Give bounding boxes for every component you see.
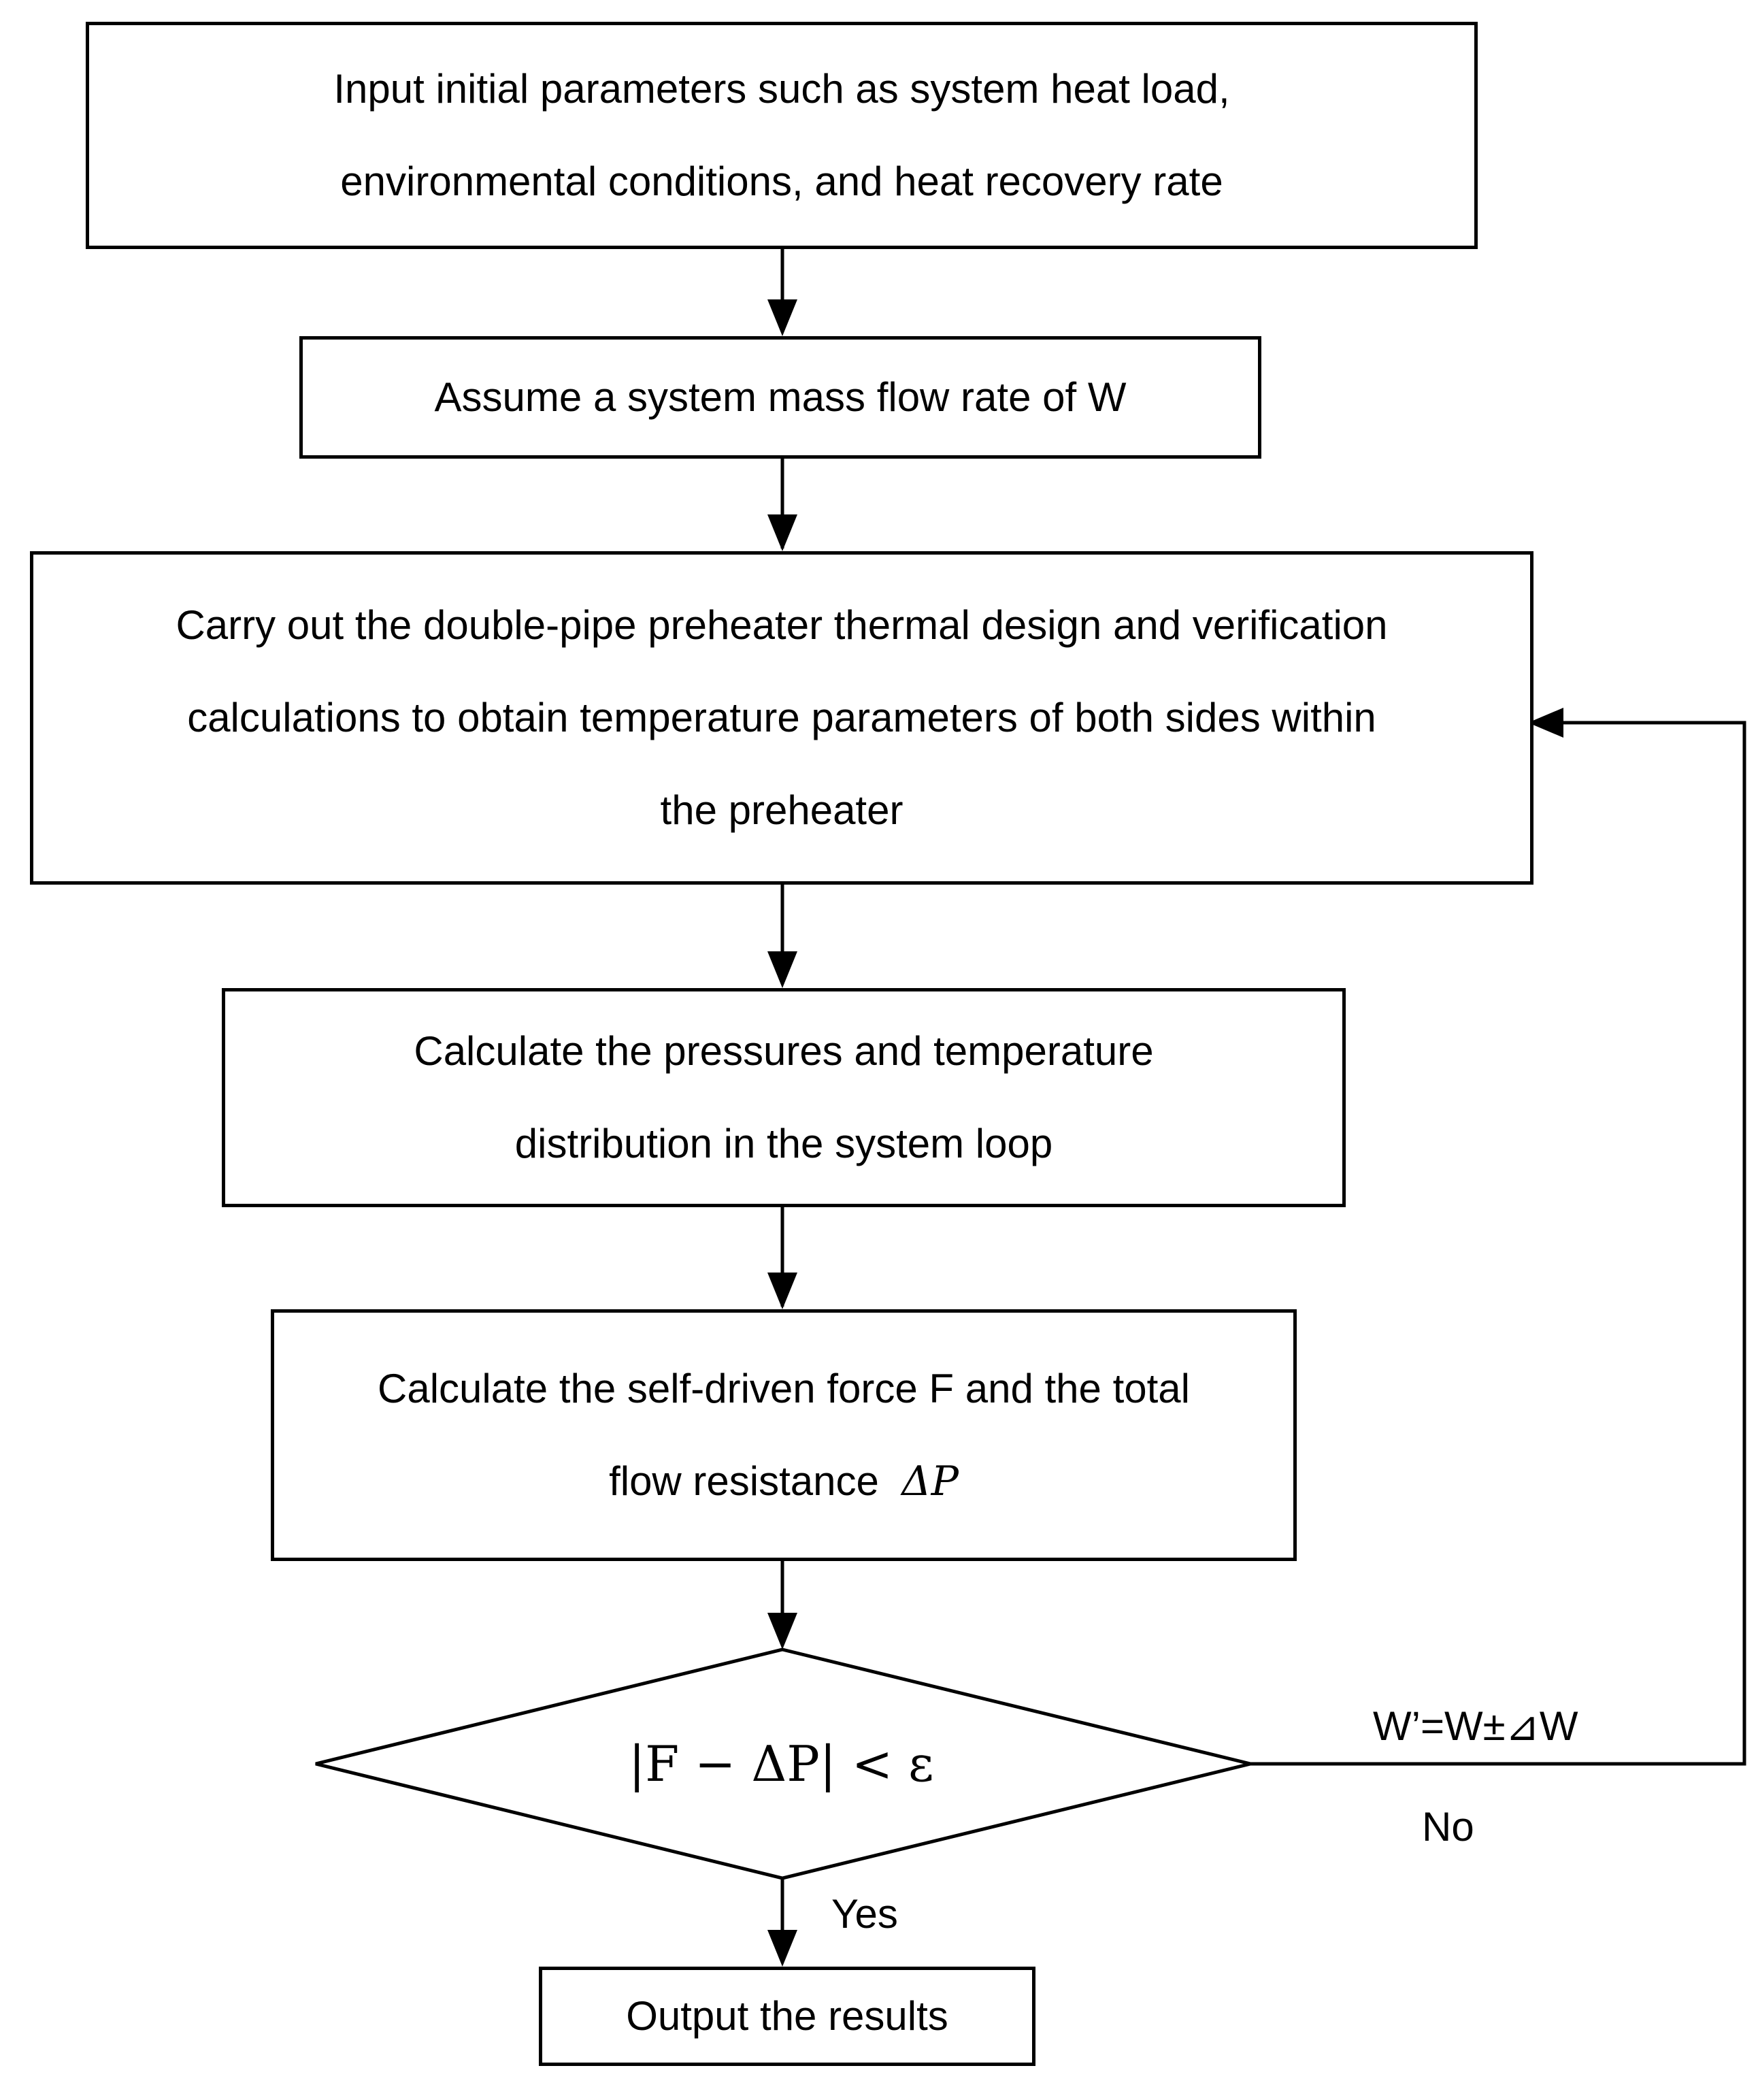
arrowhead-decision	[767, 1613, 797, 1650]
step-design-line-1: Carry out the double-pipe preheater ther…	[176, 602, 1388, 648]
update-label: W’=W±⊿W	[1373, 1703, 1578, 1749]
arrowhead-assume	[767, 299, 797, 336]
arrowhead-output	[767, 1930, 797, 1967]
arrowheads	[767, 299, 1563, 1967]
step-design-line-2: calculations to obtain temperature param…	[187, 695, 1376, 740]
no-label: No	[1422, 1804, 1474, 1850]
loop-back-line	[1250, 721, 1746, 1766]
step-assume-line-1: Assume a system mass flow rate of W	[434, 374, 1127, 420]
step-force-box: Calculate the self-driven force F and th…	[271, 1309, 1297, 1561]
step-design-line-3: the preheater	[660, 787, 903, 833]
step-force-line-2-text: flow resistance	[609, 1458, 879, 1504]
flow-resistance-symbol: ΔP	[901, 1458, 959, 1505]
decision-diamond	[315, 1647, 1251, 1880]
arrowhead-pressures	[767, 951, 797, 988]
step-force-line-1: Calculate the self-driven force F and th…	[378, 1366, 1190, 1411]
step-assume-box: Assume a system mass flow rate of W	[299, 336, 1261, 459]
step-force-line-2: flow resistance ΔP	[609, 1435, 959, 1528]
step-pressures-line-2: distribution in the system loop	[514, 1121, 1053, 1166]
step-input-line-2: environmental conditions, and heat recov…	[340, 159, 1223, 204]
step-output-line-1: Output the results	[626, 1993, 948, 2039]
arrowhead-design	[767, 514, 797, 551]
step-input-line-1: Input initial parameters such as system …	[333, 66, 1230, 112]
arrowhead-force	[767, 1273, 797, 1309]
arrowhead-loop	[1528, 708, 1563, 738]
step-design-box: Carry out the double-pipe preheater ther…	[30, 551, 1533, 885]
decision-condition: |F − ΔP| < ε	[629, 1735, 934, 1792]
step-pressures-box: Calculate the pressures and temperature …	[222, 988, 1346, 1207]
yes-label: Yes	[831, 1891, 898, 1937]
step-pressures-line-1: Calculate the pressures and temperature	[414, 1028, 1154, 1074]
step-input-box: Input initial parameters such as system …	[86, 22, 1478, 249]
step-output-box: Output the results	[539, 1967, 1035, 2066]
